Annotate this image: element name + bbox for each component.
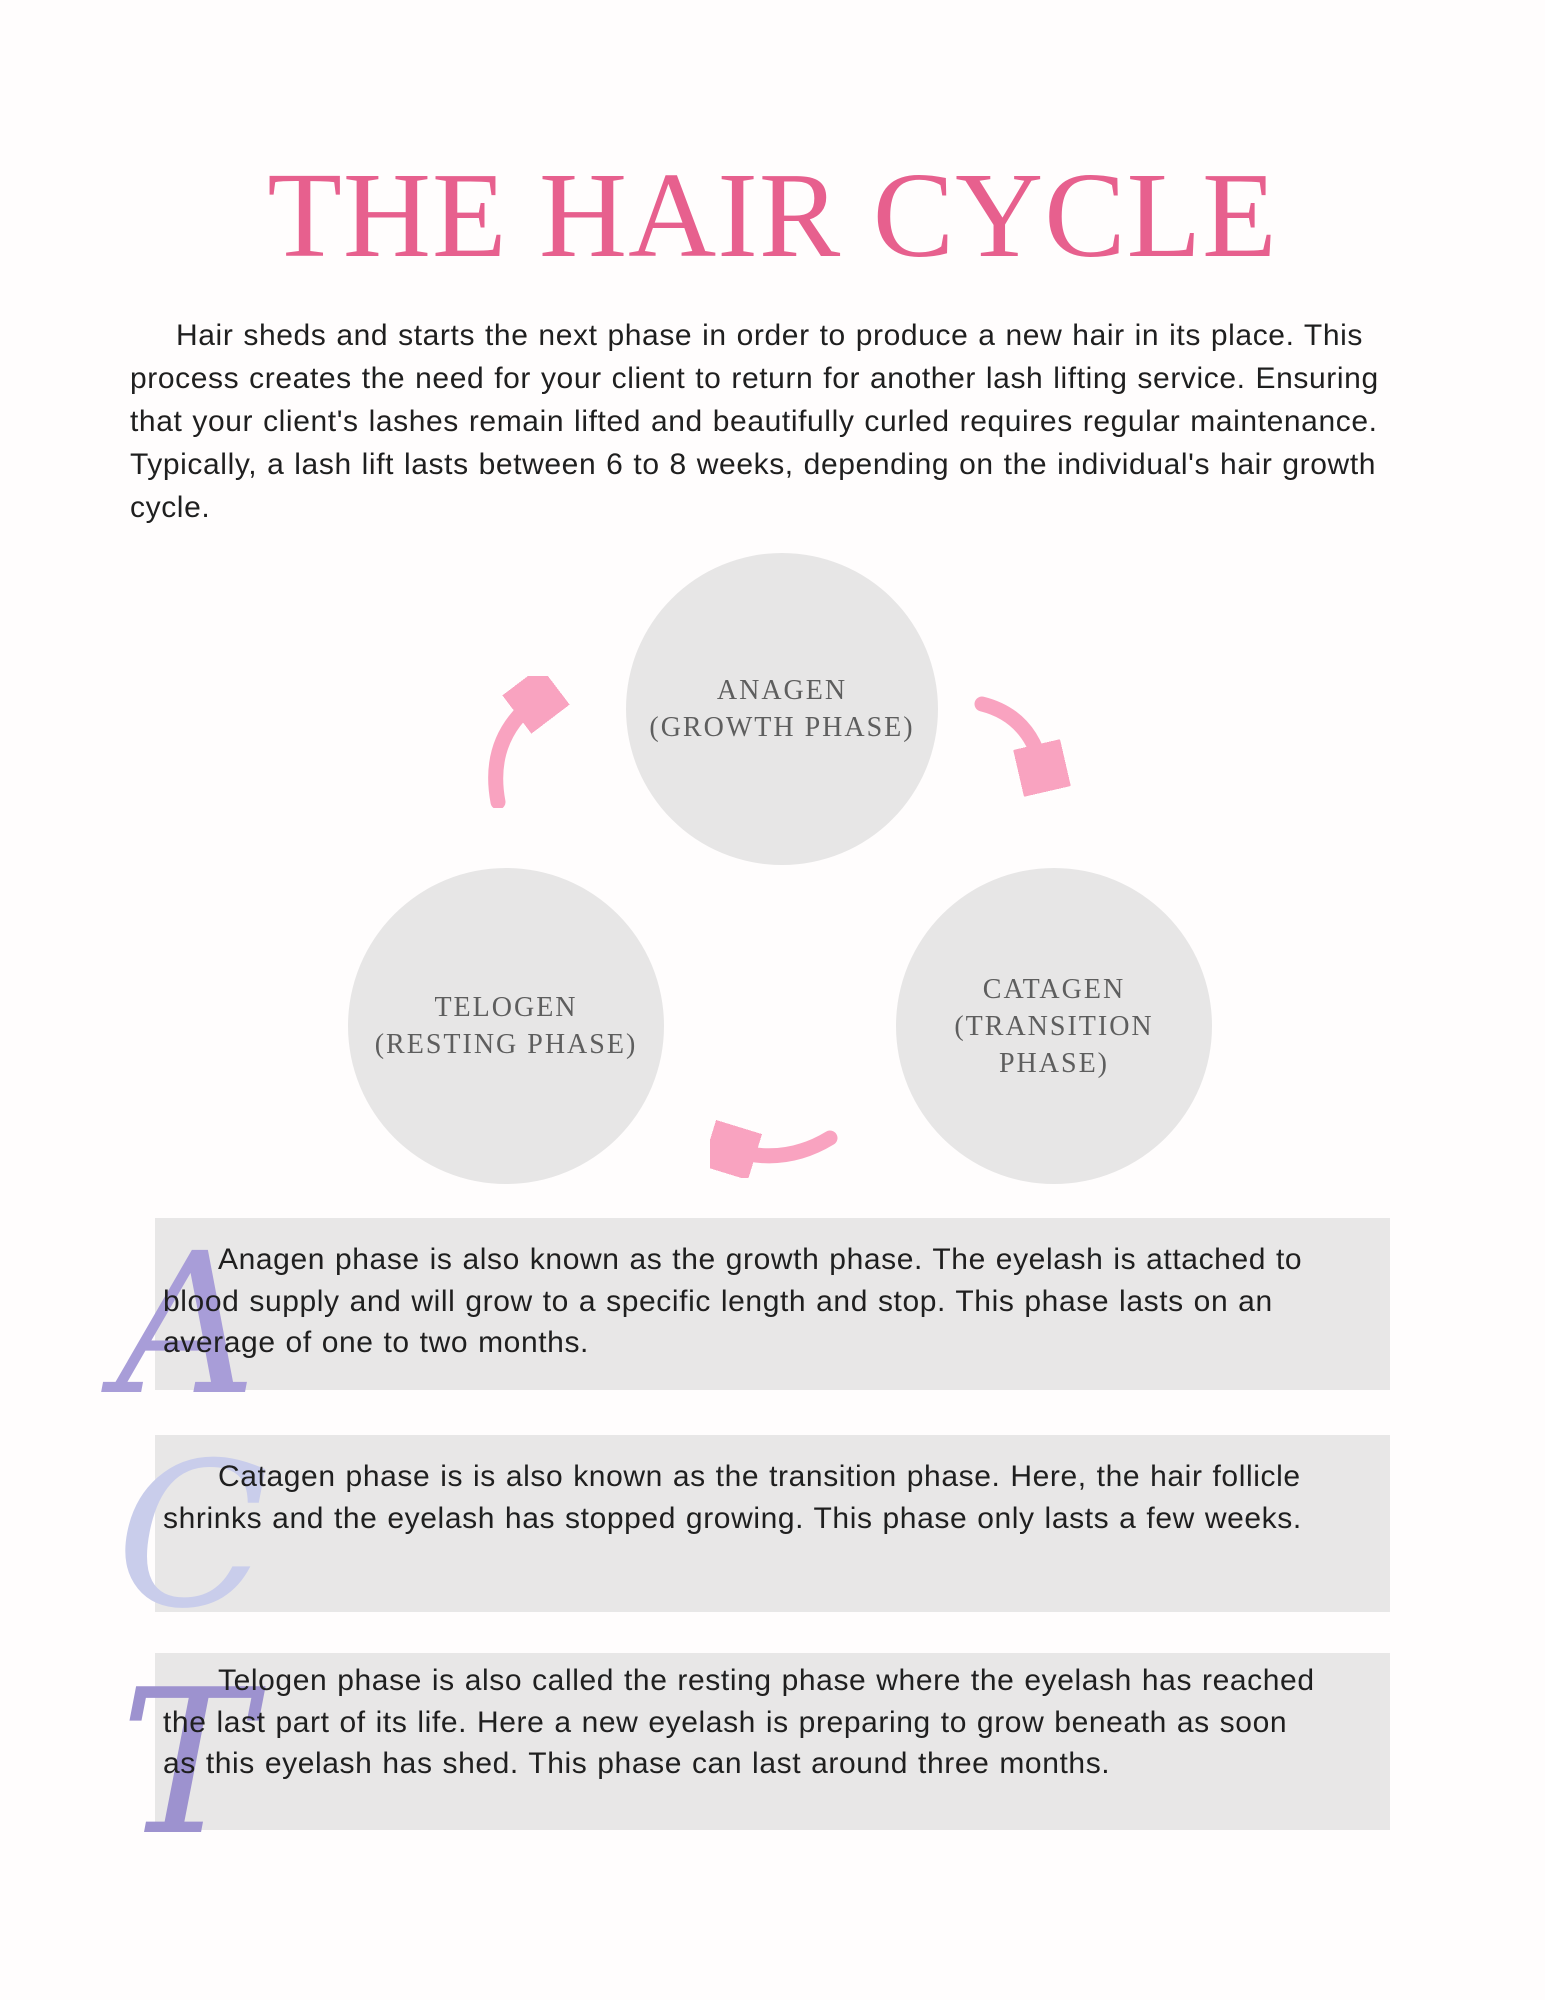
cycle-node-telogen: TELOGEN (RESTING PHASE) — [348, 868, 664, 1184]
intro-paragraph: Hair sheds and starts the next phase in … — [130, 319, 1379, 524]
cycle-node-anagen-subtitle: (GROWTH PHASE) — [649, 712, 915, 743]
cycle-node-anagen-name: ANAGEN — [716, 675, 848, 706]
cycle-node-telogen-subtitle: (RESTING PHASE) — [374, 1029, 638, 1060]
anagen-phase-text: Anagen phase is also known as the growth… — [163, 1243, 1303, 1359]
telogen-phase-text: Telogen phase is also called the resting… — [163, 1664, 1315, 1780]
drop-letter-a: A — [116, 1211, 257, 1438]
cycle-node-catagen-subtitle: (TRANSITION PHASE) — [954, 1010, 1154, 1079]
anagen-phase-block: Anagen phase is also known as the growth… — [155, 1218, 1390, 1390]
catagen-phase-block: Catagen phase is is also known as the tr… — [155, 1435, 1390, 1612]
curved-arrow-telogen-to-anagen-icon — [488, 676, 584, 808]
cycle-node-anagen: ANAGEN (GROWTH PHASE) — [626, 553, 938, 865]
telogen-phase-block: Telogen phase is also called the resting… — [155, 1653, 1390, 1830]
curved-arrow-anagen-to-catagen-icon — [974, 696, 1072, 804]
cycle-node-catagen: CATAGEN (TRANSITION PHASE) — [896, 868, 1212, 1184]
page-title: THE HAIR CYCLE — [267, 148, 1278, 283]
drop-letter-t: T — [120, 1647, 254, 1880]
curved-arrow-catagen-to-telogen-icon — [710, 1116, 838, 1178]
drop-letter-c: C — [116, 1420, 270, 1653]
catagen-phase-text: Catagen phase is is also known as the tr… — [163, 1460, 1302, 1535]
cycle-node-telogen-name: TELOGEN — [434, 992, 578, 1023]
cycle-node-catagen-name: CATAGEN — [982, 973, 1126, 1005]
